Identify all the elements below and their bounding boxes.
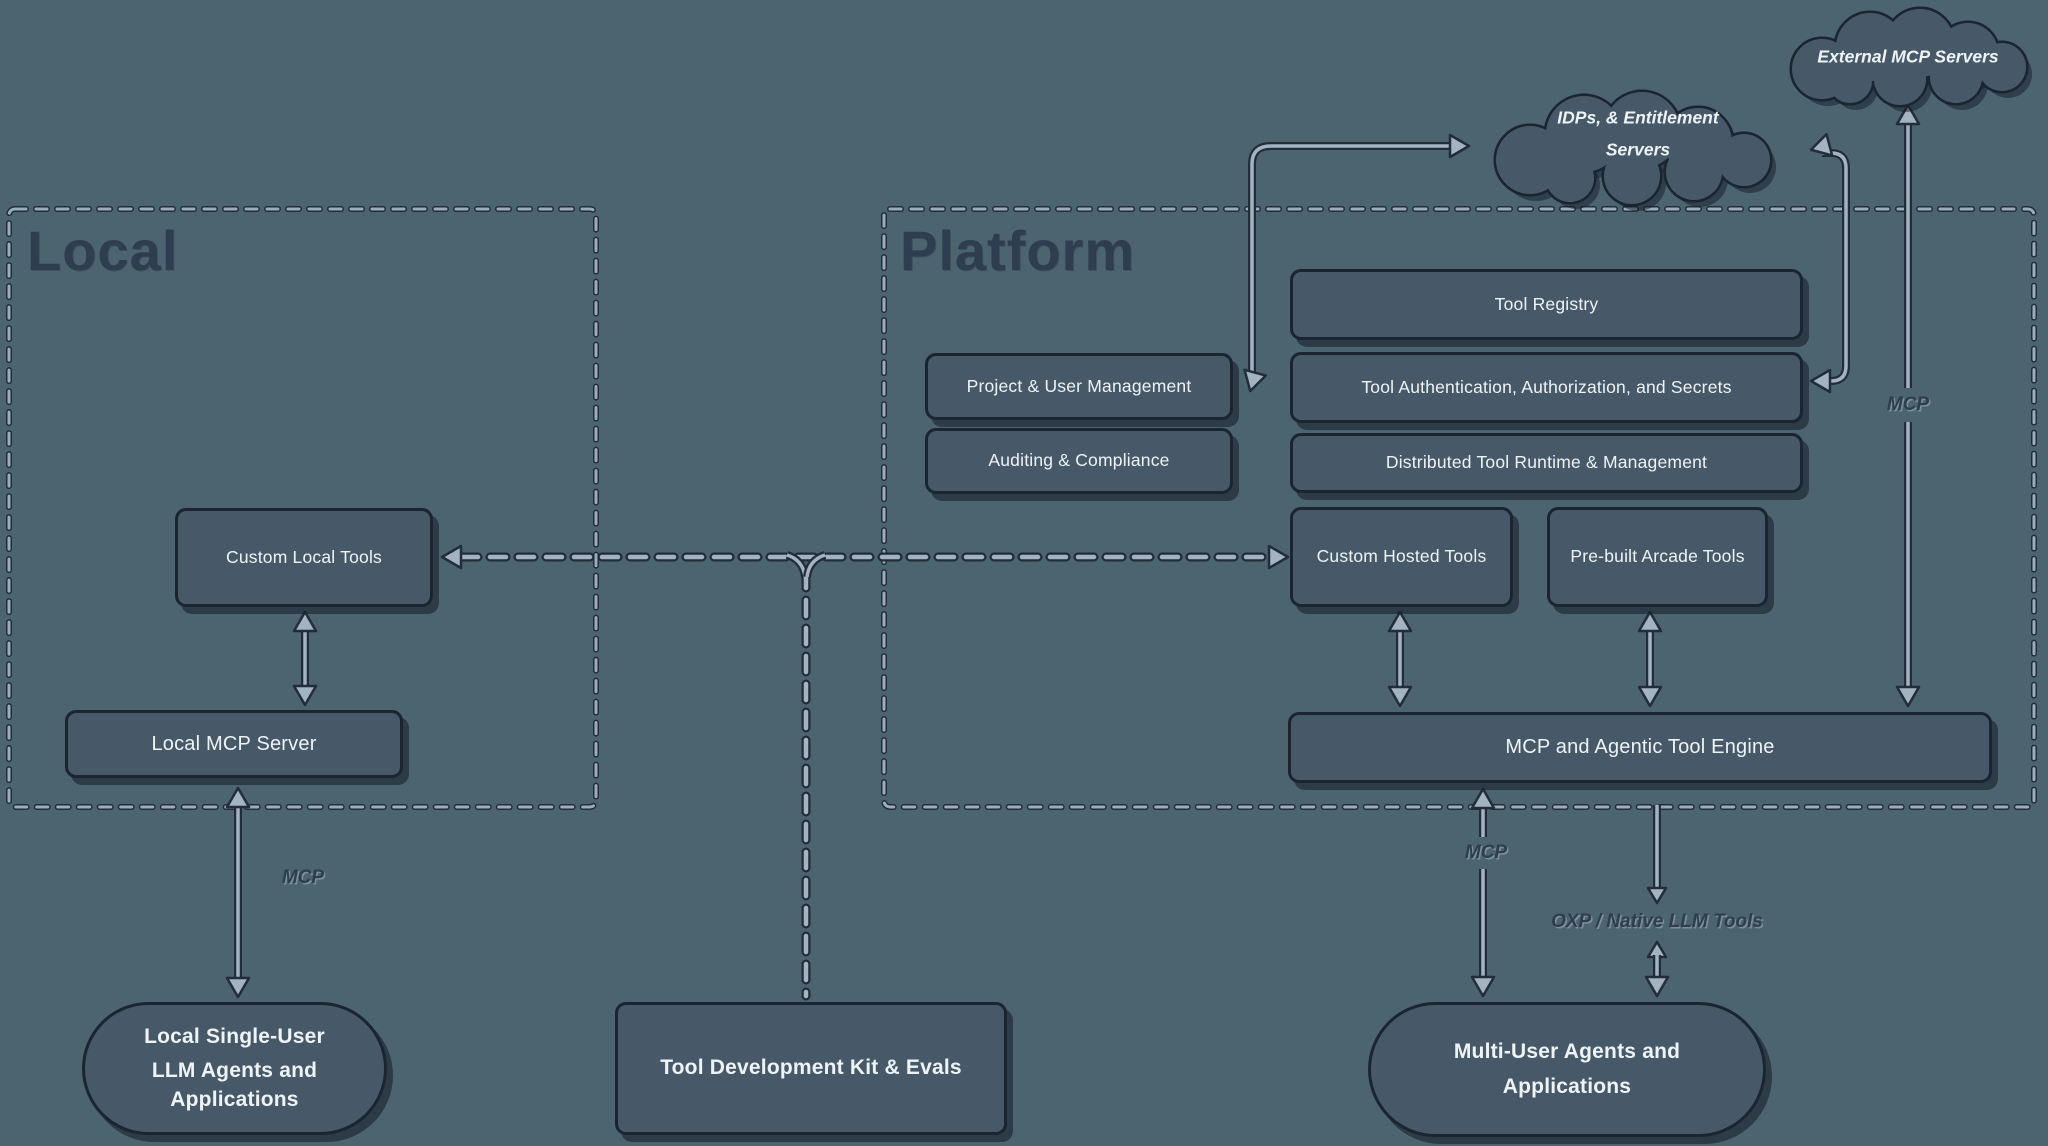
- external-mcp-cloud: [1789, 6, 2032, 112]
- node-auditing-compliance: Auditing & Compliance: [925, 428, 1233, 494]
- idp-cloud-label-line1: IDPs, & Entitlement: [1557, 107, 1719, 128]
- idp-cloud: [1493, 89, 1776, 211]
- node-custom-hosted-tools: Custom Hosted Tools: [1290, 507, 1513, 607]
- edge-label-mcp-engine: MCP: [1464, 842, 1508, 863]
- node-tool-authentication: Tool Authentication, Authorization, and …: [1290, 352, 1803, 423]
- node-mcp-agentic-tool-engine: MCP and Agentic Tool Engine: [1288, 712, 1992, 783]
- node-custom-local-tools: Custom Local Tools: [175, 508, 433, 607]
- arrow-engine-multiuser-mcp: [1470, 787, 1496, 998]
- edge-label-mcp-external: MCP: [1886, 394, 1930, 415]
- node-distributed-runtime-label: Distributed Tool Runtime & Management: [1385, 452, 1708, 473]
- arrow-hosted-engine: [1387, 610, 1413, 708]
- arrow-lms-local-agents: [225, 786, 251, 999]
- node-multi-user-agents: Multi-User Agents and Applications: [1368, 1002, 1766, 1137]
- node-distributed-runtime: Distributed Tool Runtime & Management: [1290, 433, 1803, 493]
- node-tool-authentication-label: Tool Authentication, Authorization, and …: [1361, 376, 1732, 397]
- arrow-engine-multiuser-oxp: [1644, 805, 1670, 998]
- node-local-mcp-server: Local MCP Server: [65, 710, 403, 778]
- edge-label-oxp: OXP / Native LLM Tools: [1551, 911, 1763, 932]
- arrow-clt-lms: [292, 610, 318, 707]
- node-custom-local-tools-label: Custom Local Tools: [226, 546, 382, 567]
- platform-container-border: [881, 206, 2037, 810]
- node-prebuilt-arcade-tools-label: Pre-built Arcade Tools: [1570, 546, 1745, 567]
- node-local-mcp-server-label: Local MCP Server: [151, 732, 317, 755]
- edge-label-mcp-local: MCP: [281, 867, 325, 888]
- node-mcp-agentic-tool-engine-label: MCP and Agentic Tool Engine: [1505, 736, 1775, 758]
- node-tool-registry-label: Tool Registry: [1494, 293, 1599, 314]
- node-local-single-user-agents-line2: LLM Agents and Applications: [151, 1059, 318, 1111]
- platform-container-title: Platform: [900, 219, 1136, 282]
- node-local-single-user-agents: Local Single-User LLM Agents and Applica…: [82, 1002, 387, 1135]
- node-auditing-compliance-label: Auditing & Compliance: [988, 450, 1170, 471]
- local-container-border: [6, 206, 599, 810]
- local-container-title: Local: [27, 219, 179, 282]
- arrow-platform-idp-left: [1243, 133, 1471, 393]
- dashed-connector-local-hosted: [440, 544, 1290, 1001]
- idp-cloud-label: IDPs, & Entitlement Servers: [1557, 103, 1718, 166]
- node-project-user-management-label: Project & User Management: [966, 375, 1192, 396]
- idp-cloud-label-line2: Servers: [1605, 139, 1671, 159]
- arrow-prebuilt-engine: [1637, 610, 1663, 708]
- arrow-idp-toolauth: [1809, 132, 1850, 394]
- node-tool-development-kit-label: Tool Development Kit & Evals: [660, 1056, 962, 1080]
- arrow-external-engine-mcp: [1895, 103, 1921, 708]
- external-mcp-cloud-label: External MCP Servers: [1817, 46, 1999, 67]
- node-multi-user-agents-line2: Applications: [1502, 1074, 1632, 1098]
- node-local-single-user-agents-line1: Local Single-User: [144, 1024, 325, 1048]
- node-custom-hosted-tools-label: Custom Hosted Tools: [1316, 546, 1487, 567]
- node-tool-registry: Tool Registry: [1290, 269, 1803, 340]
- node-multi-user-agents-line1: Multi-User Agents and: [1453, 1040, 1681, 1064]
- node-prebuilt-arcade-tools: Pre-built Arcade Tools: [1547, 507, 1768, 607]
- node-project-user-management: Project & User Management: [925, 353, 1233, 420]
- node-tool-development-kit: Tool Development Kit & Evals: [615, 1002, 1007, 1135]
